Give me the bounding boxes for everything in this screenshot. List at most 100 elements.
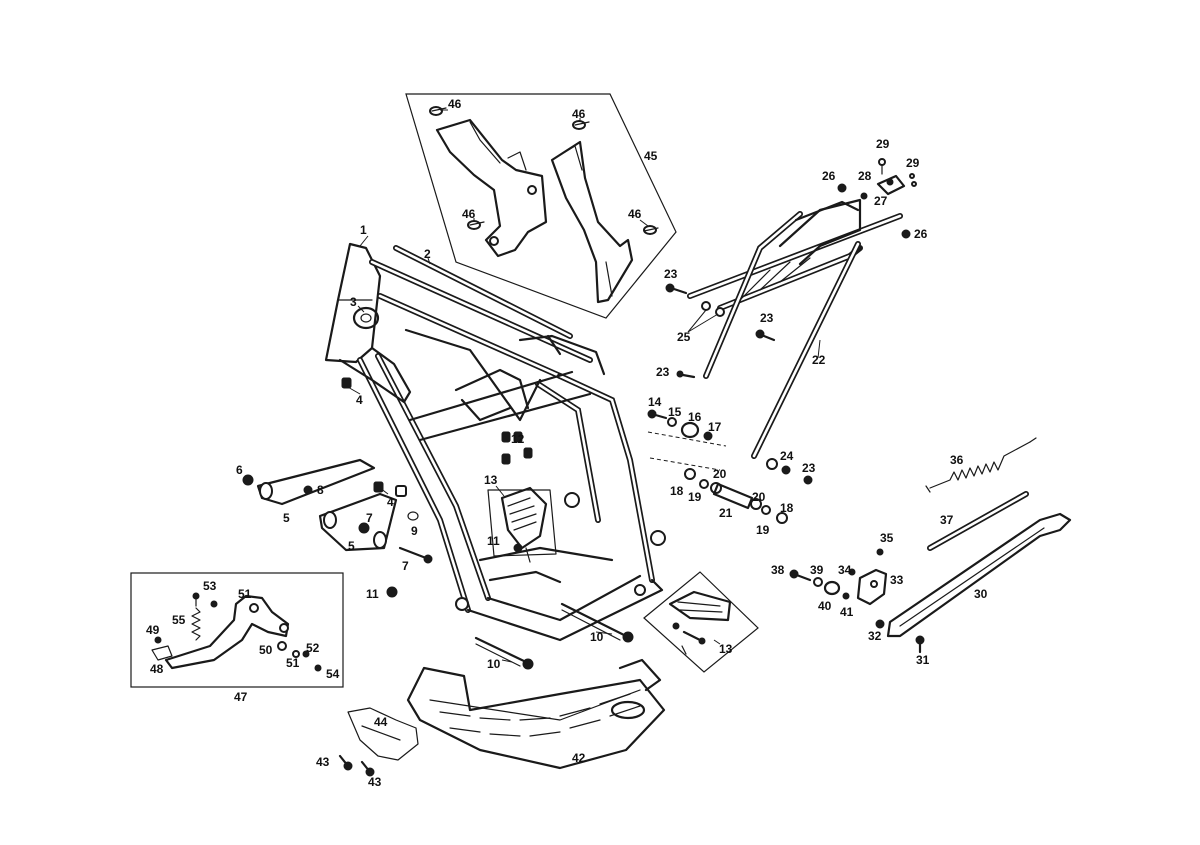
callout-24: 24 (780, 449, 794, 463)
callout-46a: 46 (448, 97, 462, 111)
callout-26a: 26 (822, 169, 836, 183)
callout-21: 21 (719, 506, 733, 520)
bushing-16 (680, 421, 700, 439)
bolt-10a (560, 602, 634, 643)
bolt-38 (789, 569, 812, 582)
callout-41: 41 (840, 605, 854, 619)
steering-bushing (352, 306, 380, 330)
rubber-pad-4a (341, 377, 352, 389)
washer-39 (813, 577, 823, 587)
screw-29b (909, 173, 917, 187)
pin-34 (848, 568, 856, 576)
pad-48 (151, 645, 173, 661)
callout-54: 54 (326, 667, 340, 681)
washer-24b (781, 465, 791, 475)
callout-23c: 23 (656, 365, 670, 379)
stand-bracket-33 (856, 568, 888, 606)
nut-6 (242, 474, 254, 486)
callout-43b: 43 (368, 775, 382, 789)
bolt-10b (474, 636, 534, 670)
callout-17: 17 (708, 420, 722, 434)
engine-mount-plate-lower (318, 492, 398, 552)
bolt-23a-shank (672, 287, 688, 295)
guard-clip-46d (643, 225, 659, 235)
callout-26b: 26 (914, 227, 928, 241)
bushing-40 (823, 580, 841, 596)
callout-46d: 46 (628, 207, 642, 221)
callout-40: 40 (818, 599, 832, 613)
bearing-19a (699, 479, 709, 489)
callout-35: 35 (880, 531, 894, 545)
callout-30: 30 (974, 587, 988, 601)
callout-46b: 46 (572, 107, 586, 121)
callout-23a: 23 (664, 267, 678, 281)
callout-1: 1 (360, 223, 367, 237)
sleeve-21 (712, 482, 754, 510)
rear-subframe (687, 198, 903, 459)
callout-10a: 10 (590, 630, 604, 644)
callout-43a: 43 (316, 755, 330, 769)
callout-47: 47 (234, 690, 248, 704)
callout-28: 28 (858, 169, 872, 183)
callout-5b: 5 (348, 539, 355, 553)
bearing-19b (761, 505, 771, 515)
bolt-23c-shank (681, 373, 696, 379)
bolt-23c (676, 370, 684, 378)
callout-20a: 20 (713, 467, 727, 481)
callout-7a: 7 (366, 511, 373, 525)
bolt-23b (755, 329, 765, 339)
callout-19a: 19 (688, 490, 702, 504)
clip-9 (407, 511, 419, 521)
washer-24a (766, 458, 778, 470)
nut-26b (901, 229, 911, 239)
guard-clip-46a (429, 106, 447, 116)
skid-plate (406, 658, 666, 770)
guard-kit-box (405, 93, 677, 319)
bolt-23a (665, 283, 675, 293)
screw-29a (878, 158, 886, 175)
callout-11b: 11 (487, 534, 500, 548)
callout-13a: 13 (484, 473, 498, 487)
nut-17 (703, 431, 713, 441)
washer-27 (860, 192, 868, 200)
seal-18b (776, 512, 788, 524)
nut-54 (314, 664, 322, 672)
callout-44: 44 (374, 715, 388, 729)
callout-labels: 1 2 3 4 4 5 5 6 7 7 8 9 10 10 11 11 12 1… (146, 97, 988, 789)
washer-32 (875, 619, 885, 629)
callout-50: 50 (259, 643, 273, 657)
bolt-43b (360, 760, 375, 777)
callout-53: 53 (203, 579, 217, 593)
washer-50 (277, 641, 287, 651)
callout-51a: 51 (238, 587, 252, 601)
callout-36: 36 (950, 453, 964, 467)
callout-14: 14 (648, 395, 662, 409)
callout-6: 6 (236, 463, 243, 477)
callout-7b: 7 (402, 559, 409, 573)
callout-39: 39 (810, 563, 824, 577)
callout-34: 34 (838, 563, 852, 577)
callout-29b: 29 (906, 156, 920, 170)
callout-38: 38 (771, 563, 785, 577)
right-frame-guard (550, 140, 634, 304)
callout-25: 25 (677, 330, 691, 344)
bolt-23d (803, 475, 813, 485)
rod-37 (927, 491, 1029, 551)
nut-11a (386, 586, 398, 598)
callout-16: 16 (688, 410, 702, 424)
callout-8: 8 (317, 483, 324, 497)
bolt-52 (302, 650, 310, 658)
frame-strip (393, 245, 573, 339)
callout-33: 33 (890, 573, 904, 587)
guard-clip-46b (572, 120, 590, 130)
callout-48: 48 (150, 662, 164, 676)
callout-20b: 20 (752, 490, 766, 504)
callout-18b: 18 (780, 501, 794, 515)
rubber-pad-4c (395, 485, 407, 497)
callout-42: 42 (572, 751, 586, 765)
washer-15 (667, 417, 677, 427)
bolt-43a (338, 754, 353, 771)
guard-44 (347, 707, 419, 761)
